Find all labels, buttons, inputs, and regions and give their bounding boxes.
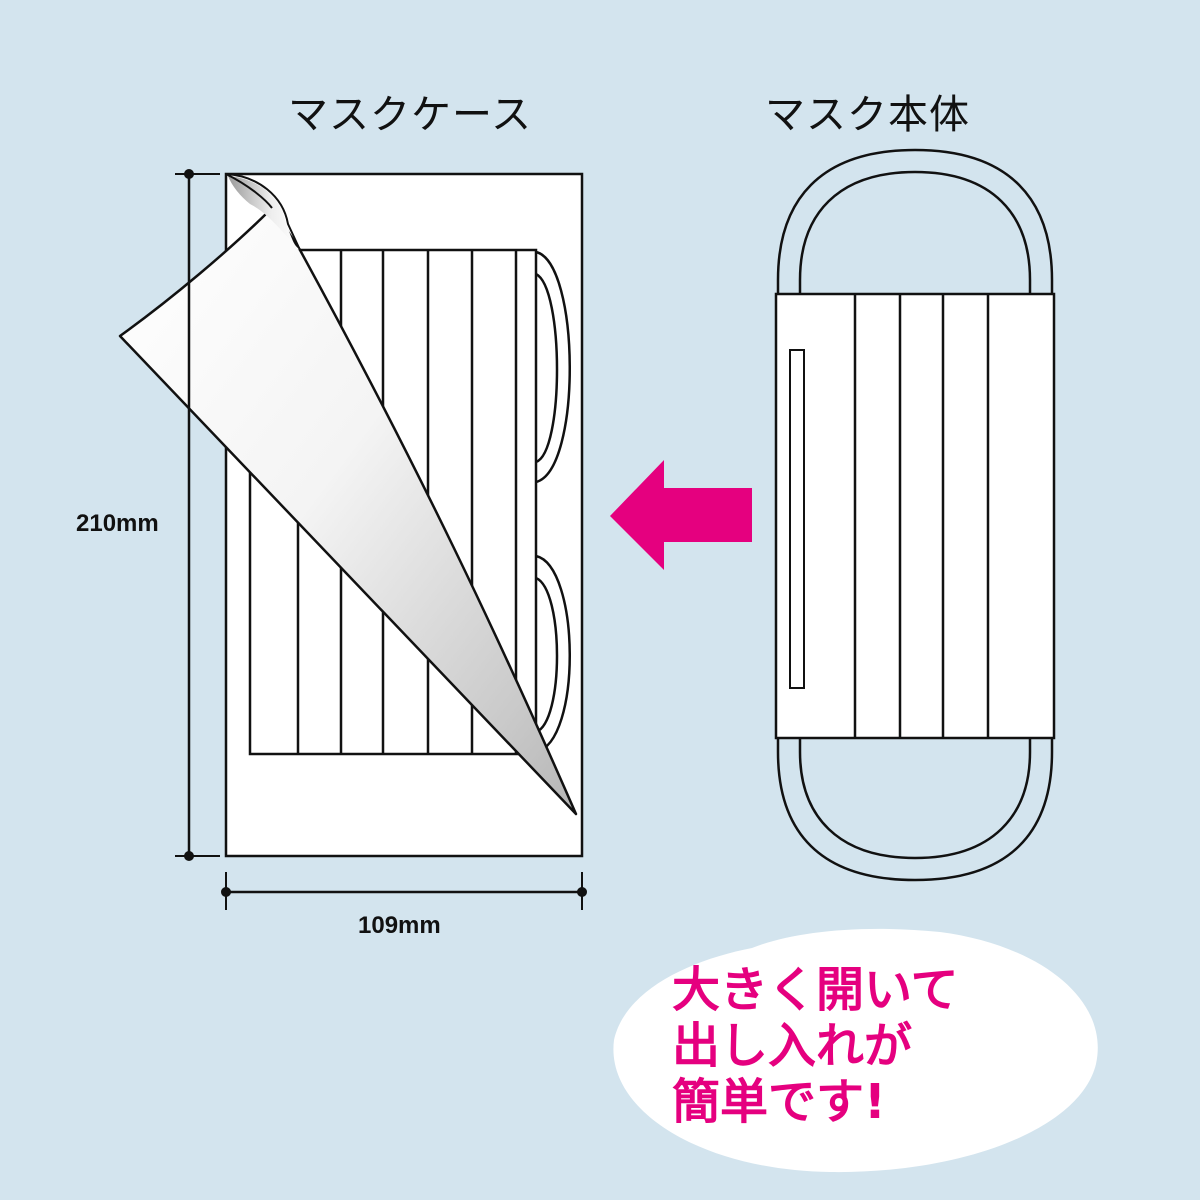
- nose-wire: [789, 349, 805, 689]
- mask-ear-loop-bottom: [776, 738, 1054, 882]
- case-flap-curl: [228, 176, 300, 250]
- callout-line: 大きく開いて: [672, 962, 959, 1018]
- callout-line: 簡単です!: [672, 1074, 886, 1130]
- mask-ear-loop-top: [776, 148, 1054, 294]
- case-peeled-flap: [118, 206, 578, 816]
- mask-case: [118, 172, 584, 858]
- width-label: 109mm: [358, 912, 441, 939]
- case-ear-loop-bottom: [535, 554, 571, 754]
- left-arrow-icon: [610, 460, 752, 570]
- case-title: マスクケース: [288, 92, 532, 138]
- width-dimension: [221, 872, 587, 910]
- mask-body: [774, 148, 1056, 882]
- mask-title: マスク本体: [765, 92, 970, 138]
- case-ear-loop-top: [535, 250, 571, 484]
- speech-bubble: [613, 808, 1098, 1173]
- callout-line: 出し入れが: [672, 1018, 913, 1074]
- height-dimension: [175, 169, 220, 861]
- callout-text: 大きく開いて 出し入れが 簡単です!: [672, 962, 992, 1130]
- height-label: 210mm: [76, 510, 159, 537]
